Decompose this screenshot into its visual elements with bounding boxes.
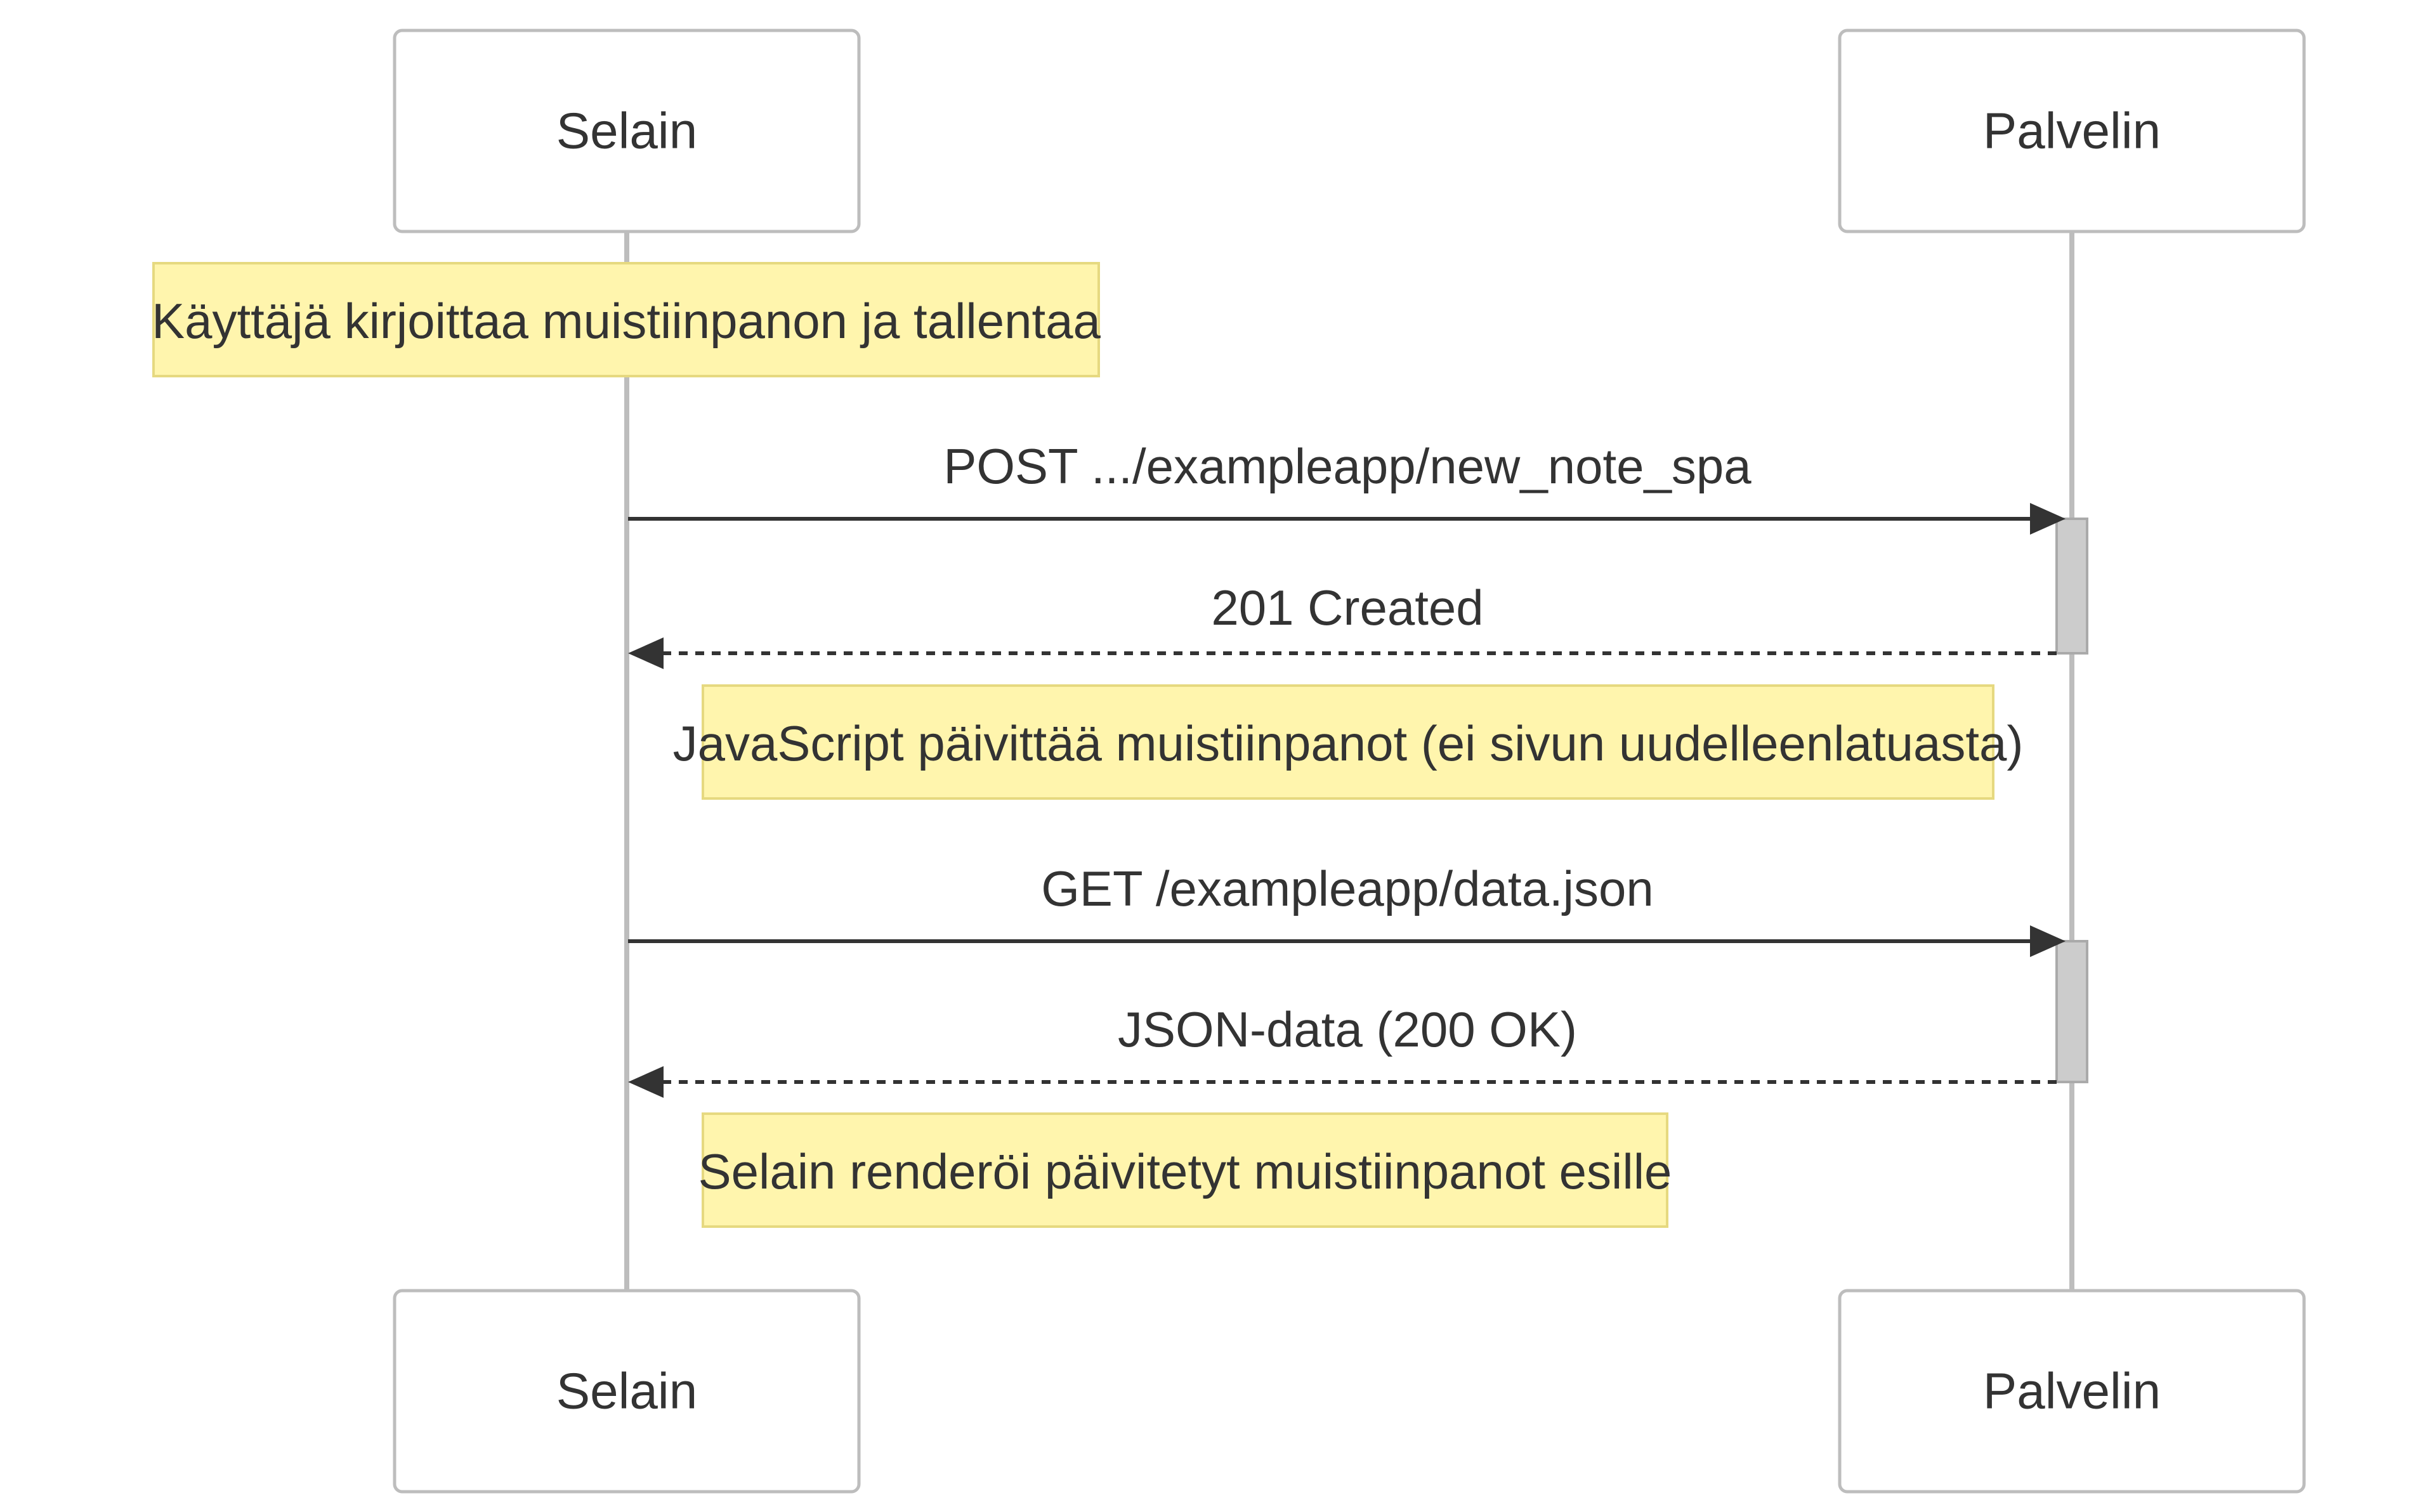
participant-label: Selain xyxy=(556,103,697,159)
participant-label: Palvelin xyxy=(1983,1363,2161,1419)
participant-label: Palvelin xyxy=(1983,103,2161,159)
message-post-new-note: POST .../exampleapp/new_note_spa xyxy=(628,438,2066,535)
message-label: JSON-data (200 OK) xyxy=(1118,1001,1577,1057)
note-text: Käyttäjä kirjoittaa muistiinpanon ja tal… xyxy=(152,293,1101,349)
note-browser-renders: Selain renderöi päivitetyt muistiinpanot… xyxy=(698,1112,1672,1228)
participant-selain-bottom: Selain xyxy=(393,1289,861,1494)
participant-palvelin-bottom: Palvelin xyxy=(1838,1289,2306,1494)
note-javascript-updates: JavaScript päivittää muistiinpanot (ei s… xyxy=(673,684,2024,800)
arrowhead-icon xyxy=(2030,503,2066,535)
arrowhead-icon xyxy=(628,1066,664,1098)
activation-bar-palvelin-post xyxy=(2055,518,2088,655)
activation-bar-palvelin-get xyxy=(2055,940,2088,1083)
note-text: JavaScript päivittää muistiinpanot (ei s… xyxy=(673,715,2024,771)
participant-palvelin-top: Palvelin xyxy=(1838,29,2306,233)
message-json-data: JSON-data (200 OK) xyxy=(628,1001,2057,1098)
participant-selain-top: Selain xyxy=(393,29,861,233)
note-user-writes-note: Käyttäjä kirjoittaa muistiinpanon ja tal… xyxy=(152,262,1101,377)
message-label: GET /exampleapp/data.json xyxy=(1041,861,1653,916)
arrowhead-icon xyxy=(628,637,664,669)
message-label: 201 Created xyxy=(1211,580,1483,635)
message-label: POST .../exampleapp/new_note_spa xyxy=(943,438,1752,494)
arrowhead-icon xyxy=(2030,925,2066,957)
message-201-created: 201 Created xyxy=(628,580,2057,669)
note-text: Selain renderöi päivitetyt muistiinpanot… xyxy=(698,1144,1672,1199)
message-get-data-json: GET /exampleapp/data.json xyxy=(628,861,2066,957)
participant-label: Selain xyxy=(556,1363,697,1419)
